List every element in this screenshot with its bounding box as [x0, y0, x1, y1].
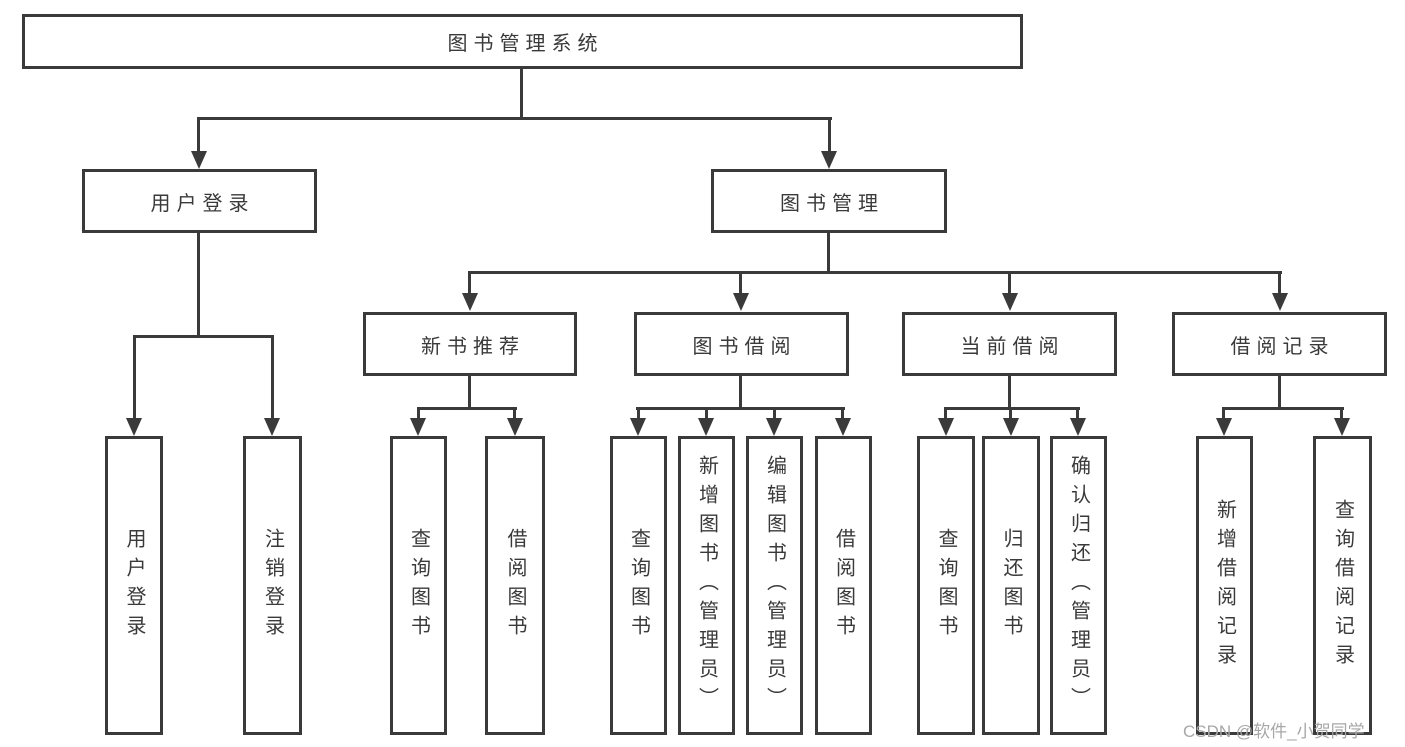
arrowhead-br-query-icon [1334, 418, 1350, 436]
arrowhead-leaf-logout-icon [264, 418, 280, 436]
arrowhead-rec-query-icon [410, 418, 426, 436]
connector-current-borrow-stem [1008, 376, 1011, 407]
arrowhead-cb-query-icon [938, 418, 954, 436]
node-book-mgmt: 图书管理 [711, 169, 947, 233]
leaf-add-borrow-record-label: 新增借阅记录 [1213, 498, 1236, 673]
connector-drop-cb-return [1009, 407, 1012, 418]
leaf-add-book-admin-label: 新增图书（管理员） [695, 455, 718, 716]
arrowhead-rec-borrow-icon [507, 418, 523, 436]
leaf-current-query-book-label: 查询图书 [935, 527, 957, 644]
connector-book-borrow-stem [739, 376, 742, 407]
connector-drop-user-login [197, 117, 200, 151]
node-book-borrow: 图书借阅 [634, 312, 849, 376]
connector-drop-br-add [1222, 407, 1225, 418]
leaf-rec-borrow-book: 借阅图书 [485, 436, 545, 735]
arrowhead-bb-add-icon [698, 418, 714, 436]
watermark: CSDN @软件_小贺同学 [1183, 722, 1365, 741]
leaf-user-login: 用户登录 [105, 436, 163, 735]
connector-drop-leaf-logout [271, 335, 274, 418]
arrowhead-leaf-user-login-icon [126, 418, 142, 436]
node-user-login-label: 用户登录 [150, 192, 255, 215]
connector-drop-bb-add [705, 407, 708, 418]
arrowhead-current-borrow-icon [1002, 293, 1018, 311]
node-root-label: 图书管理系统 [447, 33, 604, 55]
leaf-borrow-book-label: 借阅图书 [832, 527, 855, 644]
node-new-book-rec: 新书推荐 [363, 312, 577, 376]
connector-borrow-record-rail [1222, 407, 1344, 410]
leaf-return-book-label: 归还图书 [1000, 527, 1022, 644]
connector-drop-leaf-user-login [133, 335, 136, 418]
leaf-rec-borrow-book-label: 借阅图书 [504, 527, 526, 644]
arrowhead-cb-return-icon [1003, 418, 1019, 436]
connector-drop-new-book-rec [468, 271, 471, 293]
arrowhead-br-add-icon [1216, 418, 1232, 436]
leaf-add-book-admin: 新增图书（管理员） [678, 436, 735, 735]
connector-drop-rec-borrow [513, 407, 516, 418]
connector-drop-current-borrow [1008, 271, 1011, 293]
arrowhead-new-book-rec-icon [462, 293, 478, 311]
node-current-borrow: 当前借阅 [902, 312, 1117, 376]
connector-borrow-record-stem [1278, 376, 1281, 407]
leaf-current-query-book: 查询图书 [917, 436, 975, 735]
connector-drop-br-query [1340, 407, 1343, 418]
arrowhead-bb-borrow-icon [835, 418, 851, 436]
leaf-user-login-label: 用户登录 [123, 527, 145, 644]
arrowhead-book-mgmt-icon [821, 151, 837, 169]
connector-drop-cb-query [944, 407, 947, 418]
node-book-mgmt-label: 图书管理 [780, 192, 884, 215]
arrowhead-bb-query-icon [630, 418, 646, 436]
node-new-book-rec-label: 新书推荐 [421, 335, 525, 358]
connector-new-book-rec-rail [417, 407, 517, 410]
leaf-confirm-return-admin: 确认归还（管理员） [1050, 436, 1107, 735]
connector-drop-bb-edit [773, 407, 776, 418]
leaf-rec-query-book-label: 查询图书 [407, 527, 430, 644]
connector-root-stem [520, 69, 523, 117]
node-root: 图书管理系统 [22, 14, 1023, 69]
connector-drop-rec-query [417, 407, 420, 418]
connector-drop-bb-query [637, 407, 640, 418]
leaf-rec-query-book: 查询图书 [390, 436, 447, 735]
connector-drop-book-borrow [739, 271, 742, 293]
node-borrow-record-label: 借阅记录 [1230, 335, 1335, 358]
connector-drop-bb-borrow [841, 407, 844, 418]
connector-drop-borrow-record [1278, 271, 1281, 293]
connector-new-book-rec-stem [468, 376, 471, 407]
node-current-borrow-label: 当前借阅 [960, 335, 1065, 358]
connector-user-login-stem [197, 233, 200, 335]
connector-root-rail [197, 117, 832, 120]
leaf-borrow-book: 借阅图书 [815, 436, 872, 735]
connector-book-mgmt-stem [827, 233, 830, 271]
arrowhead-cb-confirm-icon [1070, 418, 1086, 436]
leaf-logout-label: 注销登录 [261, 527, 284, 644]
arrowhead-bb-edit-icon [766, 418, 782, 436]
leaf-borrow-query-book: 查询图书 [610, 436, 667, 735]
leaf-edit-book-admin: 编辑图书（管理员） [746, 436, 803, 735]
leaf-confirm-return-admin-label: 确认归还（管理员） [1067, 455, 1090, 716]
leaf-query-borrow-record-label: 查询借阅记录 [1331, 498, 1354, 673]
connector-current-borrow-rail [944, 407, 1080, 410]
connector-drop-cb-confirm [1076, 407, 1079, 418]
connector-drop-book-mgmt [828, 117, 831, 151]
leaf-return-book: 归还图书 [982, 436, 1040, 735]
leaf-add-borrow-record: 新增借阅记录 [1196, 436, 1253, 735]
leaf-logout: 注销登录 [243, 436, 302, 735]
leaf-edit-book-admin-label: 编辑图书（管理员） [763, 455, 786, 716]
connector-user-login-rail [133, 335, 274, 338]
arrowhead-book-borrow-icon [733, 293, 749, 311]
connector-book-borrow-rail [636, 407, 845, 410]
node-user-login: 用户登录 [82, 169, 317, 233]
node-book-borrow-label: 图书借阅 [692, 335, 797, 358]
leaf-query-borrow-record: 查询借阅记录 [1313, 436, 1372, 735]
arrowhead-borrow-record-icon [1272, 293, 1288, 311]
arrowhead-user-login-icon [191, 151, 207, 169]
leaf-borrow-query-book-label: 查询图书 [627, 527, 650, 644]
node-borrow-record: 借阅记录 [1172, 312, 1387, 376]
connector-book-mgmt-rail [468, 271, 1282, 274]
